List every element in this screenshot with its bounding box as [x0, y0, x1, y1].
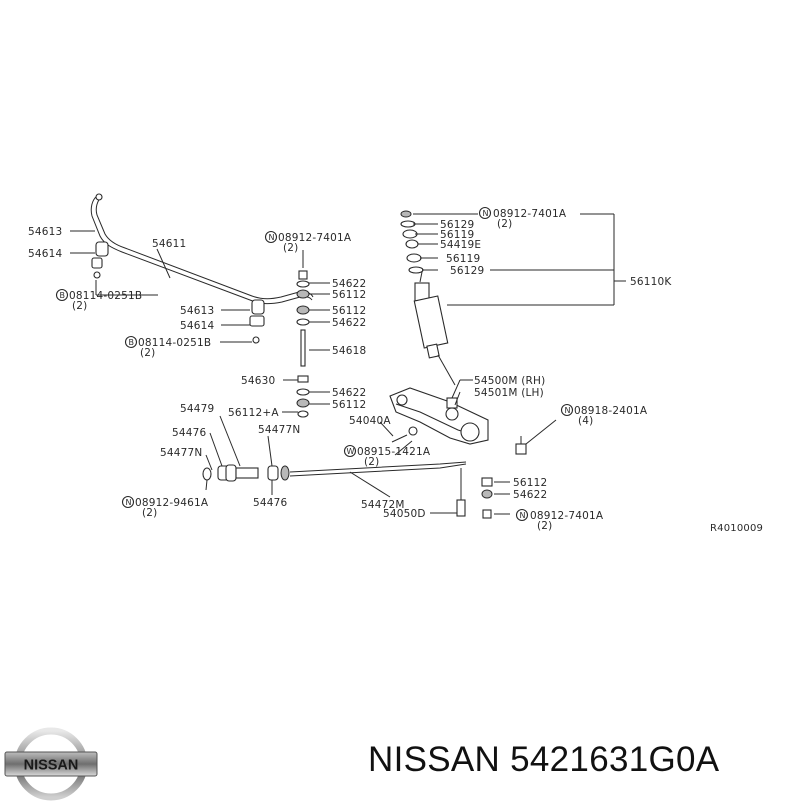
label-08912-b-qty: (2) — [497, 218, 512, 230]
logo-text: NISSAN — [24, 758, 79, 774]
reference-code: R4010009 — [710, 523, 763, 534]
mark-n-5: N — [520, 511, 526, 520]
label-56112A: 56112+A — [228, 407, 279, 419]
label-54477N-a: 54477N — [258, 424, 300, 436]
top-mount-stack — [400, 210, 626, 306]
label-08912-a-qty: (2) — [283, 242, 298, 254]
label-54613-mid: 54613 — [180, 305, 214, 317]
label-08915-qty: (2) — [364, 456, 379, 468]
label-08918-qty: (4) — [578, 415, 593, 427]
label-54476-a: 54476 — [172, 427, 207, 439]
label-54611: 54611 — [152, 238, 186, 250]
part-number-caption: NISSAN 5421631G0A — [368, 740, 720, 779]
bar-bushing-mid — [249, 299, 265, 344]
label-54614-top: 54614 — [28, 248, 63, 260]
nut-stack-right — [481, 477, 510, 519]
mark-n-3: N — [565, 406, 571, 415]
label-08918: 08918-2401A — [574, 405, 648, 417]
lower-arm — [389, 379, 489, 445]
circled-marks — [55, 206, 574, 522]
leaders-left — [70, 230, 252, 343]
label-54477N-b: 54477N — [160, 447, 202, 459]
label-54613-top: 54613 — [28, 226, 62, 238]
bolt-08918 — [515, 419, 557, 455]
bolt-54040A — [379, 421, 418, 456]
label-54622-c: 54622 — [332, 387, 366, 399]
mark-b-1: B — [60, 291, 66, 300]
mark-w-1: W — [347, 447, 355, 456]
nissan-logo: NISSAN — [4, 727, 98, 801]
label-08915: 08915-1421A — [357, 446, 431, 458]
tension-rod — [202, 415, 467, 498]
label-54476-b: 54476 — [253, 497, 288, 509]
label-54501M: 54501M (LH) — [474, 387, 544, 399]
label-54479: 54479 — [180, 403, 214, 415]
label-08114-mid-qty: (2) — [140, 347, 155, 359]
label-56110K: 56110K — [630, 276, 672, 288]
stabilizer-bar — [90, 193, 314, 305]
label-54050D: 54050D — [383, 508, 426, 520]
label-08114-top-qty: (2) — [72, 300, 87, 312]
label-08912-c-qty: (2) — [537, 520, 552, 532]
label-08114-mid: 08114-0251B — [138, 337, 211, 349]
label-56129-a: 56129 — [440, 219, 474, 231]
label-54472M: 54472M — [361, 499, 405, 511]
mark-n-2: N — [483, 209, 489, 218]
label-54622-a: 54622 — [332, 278, 366, 290]
label-56119-a: 56119 — [440, 229, 474, 241]
label-56112-a: 56112 — [332, 289, 366, 301]
mark-n-1: N — [269, 233, 275, 242]
shock-absorber — [413, 271, 456, 386]
label-54500M: 54500M (RH) — [474, 375, 545, 387]
label-56129-b: 56129 — [450, 265, 484, 277]
label-56112-d: 56112 — [513, 477, 547, 489]
label-08912-c: 08912-7401A — [530, 510, 604, 522]
label-08912-a: 08912-7401A — [278, 232, 352, 244]
label-54622-d: 54622 — [513, 489, 547, 501]
bar-bushing-top — [91, 241, 109, 279]
mark-n-4: N — [126, 498, 132, 507]
label-08912-9461A-qty: (2) — [142, 507, 157, 519]
label-54618: 54618 — [332, 345, 366, 357]
label-54614-mid: 54614 — [180, 320, 215, 332]
label-08912-b: 08912-7401A — [493, 208, 567, 220]
label-56112-b: 56112 — [332, 305, 366, 317]
link-stack — [282, 250, 330, 418]
label-08114-top: 08114-0251B — [69, 290, 142, 302]
bushing-54050D — [430, 468, 466, 517]
label-54419E: 54419E — [440, 239, 481, 251]
label-54622-b: 54622 — [332, 317, 366, 329]
label-54630: 54630 — [241, 375, 275, 387]
mark-b-2: B — [129, 338, 135, 347]
label-56119-b: 56119 — [446, 253, 480, 265]
label-54040A: 54040A — [349, 415, 391, 427]
label-56112-c: 56112 — [332, 399, 366, 411]
label-08912-9461A: 08912-9461A — [135, 497, 209, 509]
